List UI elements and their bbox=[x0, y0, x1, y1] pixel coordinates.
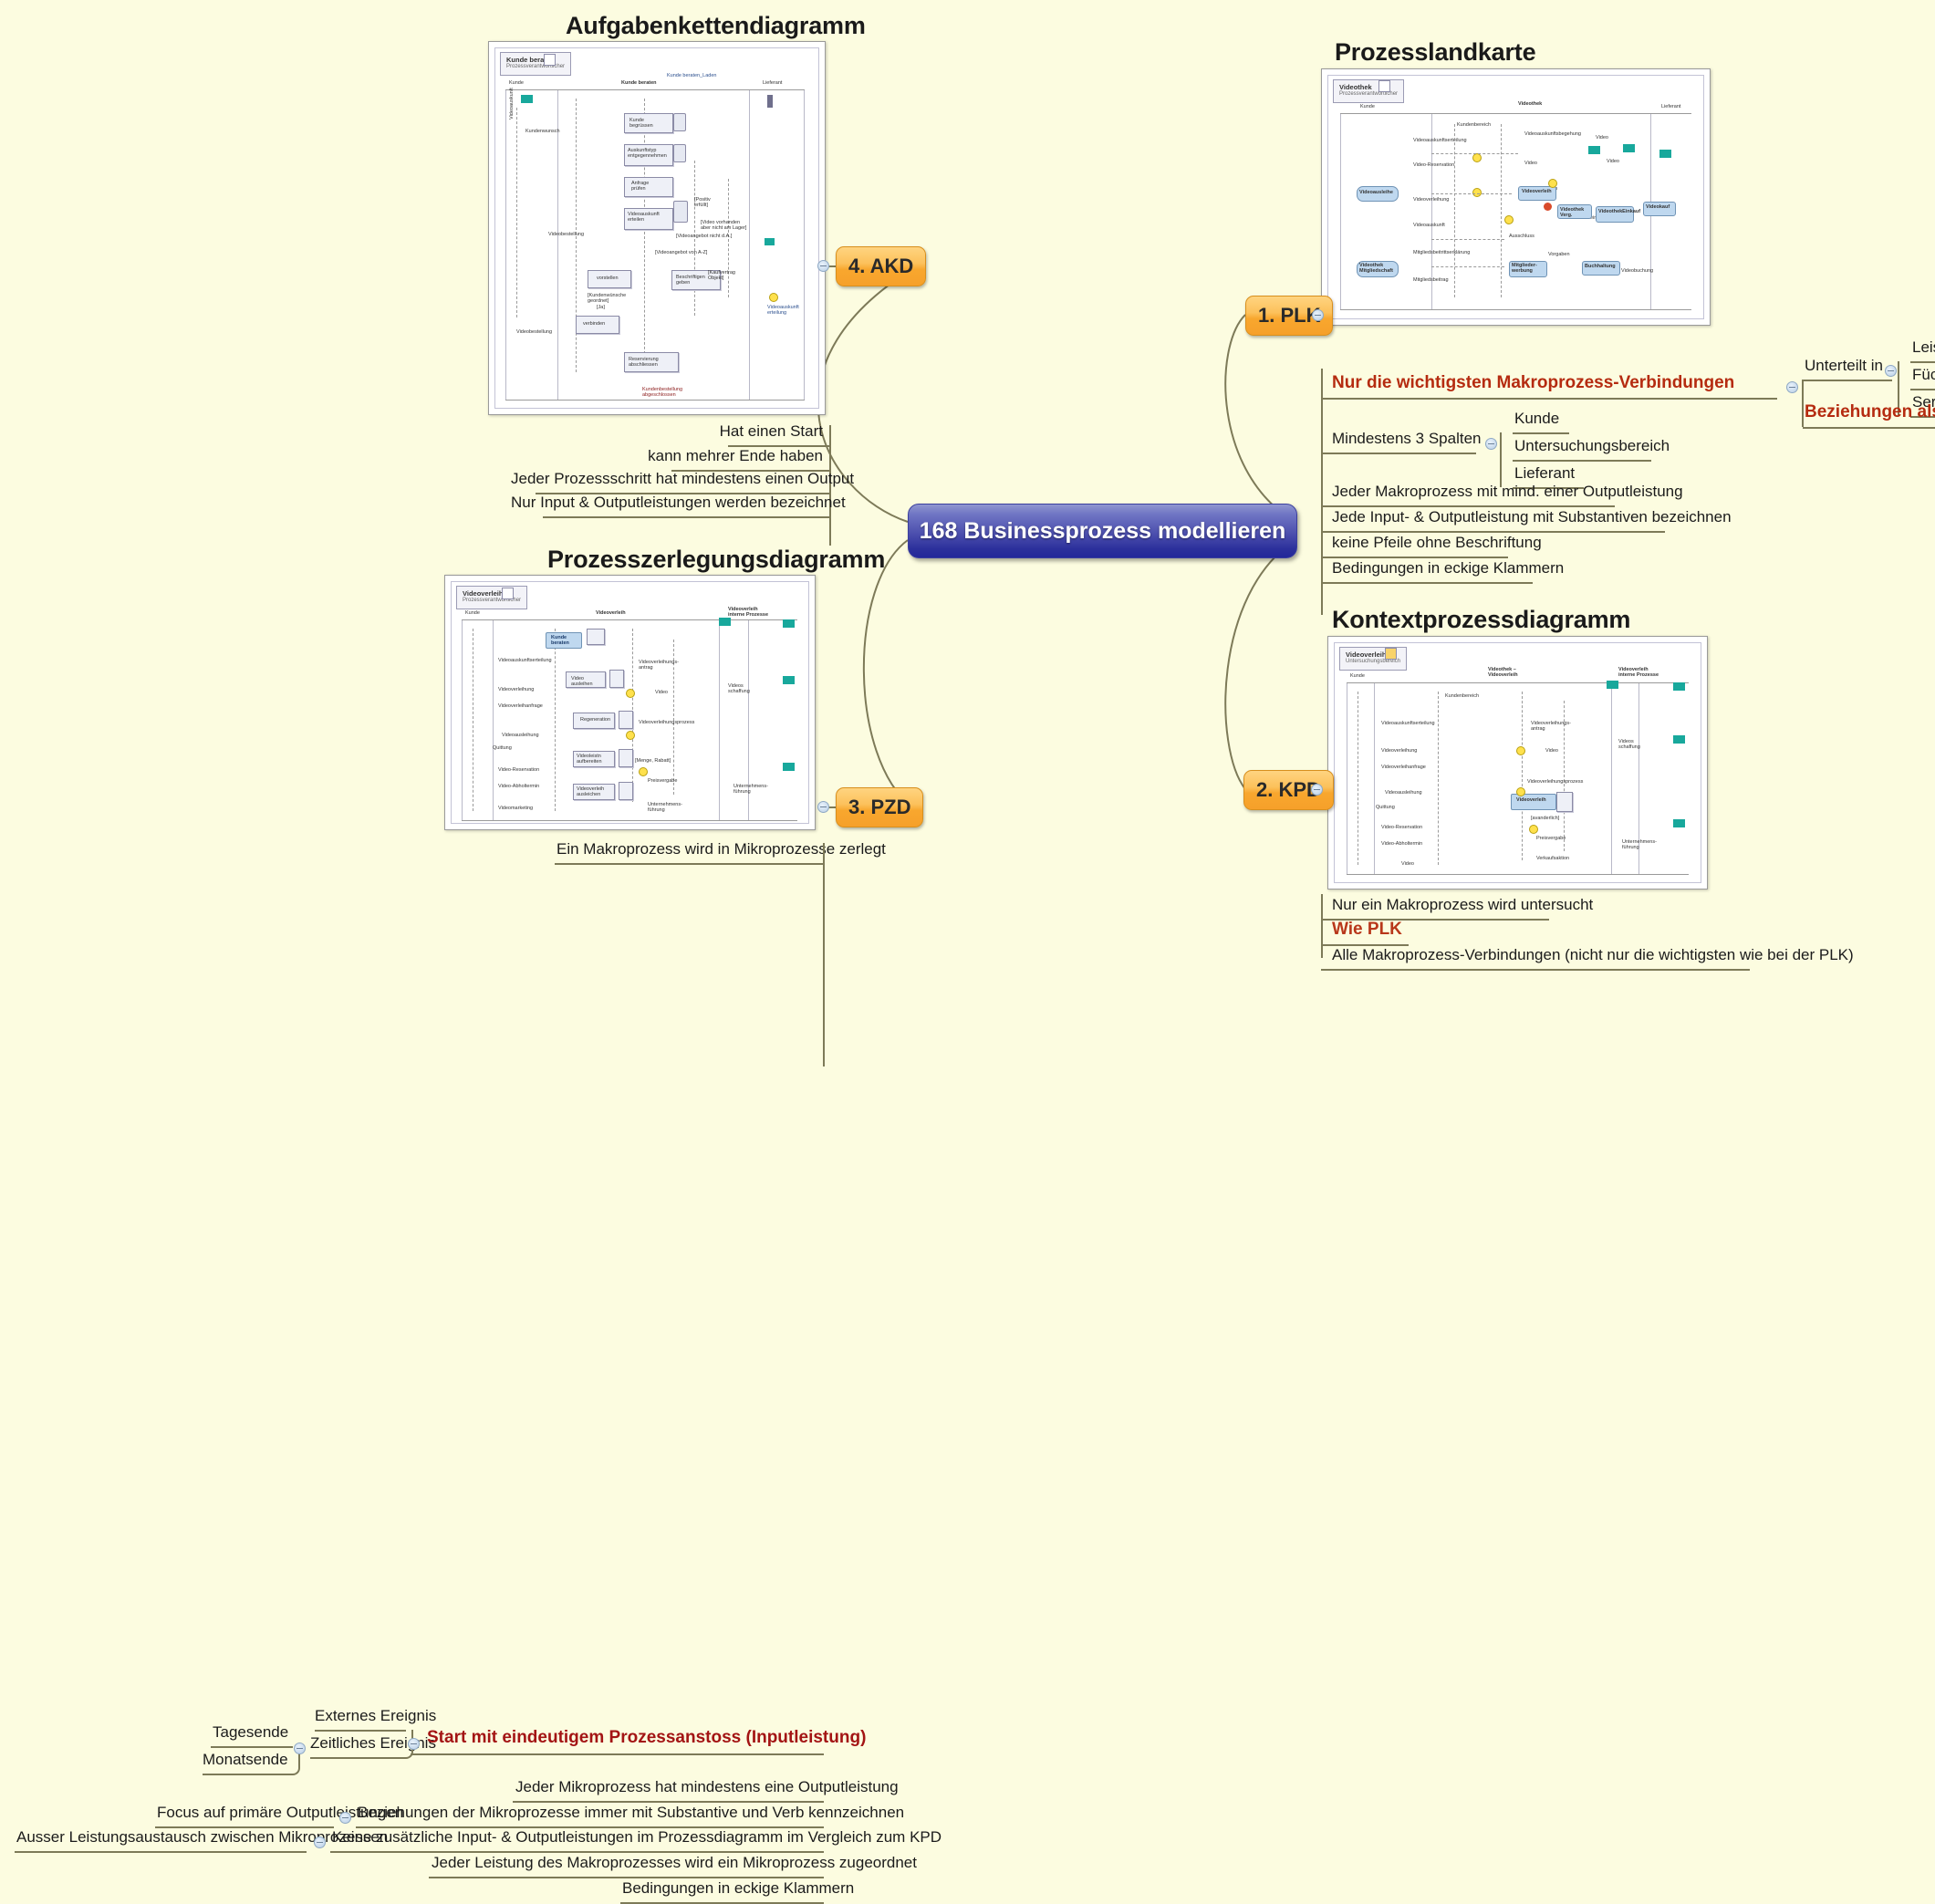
branch-chip-akd[interactable]: 4. AKD bbox=[836, 246, 927, 286]
pzd-item-3[interactable]: Beziehungen der Mikroprozesse immer mit … bbox=[358, 1804, 905, 1821]
pzd-item-5[interactable]: Jeder Leistung des Makroprozesses wird e… bbox=[432, 1854, 917, 1871]
heading-pzd: Prozesszerlegungsdiagramm bbox=[547, 546, 886, 573]
heading-akd: Aufgabenkettendiagramm bbox=[566, 12, 866, 39]
thumbnail-plk[interactable]: Videothek Prozessverantwortlicher Kunde … bbox=[1321, 68, 1711, 326]
plk-node-videoausleihe bbox=[1357, 186, 1399, 202]
akd-start-marker bbox=[521, 95, 533, 103]
plk-sub-untersuchungsbereich[interactable]: Untersuchungsbereich bbox=[1514, 437, 1670, 454]
pzd-sub-monatsende[interactable]: Monatsende bbox=[203, 1751, 288, 1768]
plk-sub-unterteilt-bullet[interactable] bbox=[1885, 365, 1897, 377]
pzd-item-6[interactable]: Bedingungen in eckige Klammern bbox=[622, 1879, 855, 1897]
pzd-sub-tagesende[interactable]: Tagesende bbox=[213, 1723, 289, 1741]
heading-plk: Prozesslandkarte bbox=[1335, 38, 1536, 66]
branch-chip-plk-label: 1. PLK bbox=[1258, 304, 1321, 327]
branch-chip-kpd-bullet[interactable] bbox=[1311, 784, 1323, 796]
kpd-item-0[interactable]: Nur ein Makroprozess wird untersucht bbox=[1332, 896, 1594, 913]
pzd-sub-externes[interactable]: Externes Ereignis bbox=[315, 1707, 437, 1724]
akd-item-2[interactable]: Jeder Prozessschritt hat mindestens eine… bbox=[511, 470, 855, 487]
pzd-item-4-bullet[interactable] bbox=[314, 1836, 326, 1848]
plk-sub-unterteilt-label[interactable]: Unterteilt in bbox=[1805, 357, 1883, 374]
plk-sub-lieferant[interactable]: Lieferant bbox=[1514, 464, 1576, 482]
akd-item-3[interactable]: Nur Input & Outputleistungen werden beze… bbox=[511, 494, 846, 511]
branch-chip-akd-label: 4. AKD bbox=[848, 255, 914, 277]
pzd-item-2[interactable]: Jeder Mikroprozess hat mindestens eine O… bbox=[515, 1778, 899, 1795]
kpd-item-2[interactable]: Alle Makroprozess-Verbindungen (nicht nu… bbox=[1332, 946, 1854, 963]
plk-item-3[interactable]: Jede Input- & Outputleistung mit Substan… bbox=[1332, 508, 1732, 525]
akd-item-1[interactable]: kann mehrer Ende haben bbox=[648, 447, 823, 464]
plk-item-0[interactable]: Nur die wichtigsten Makroprozess-Verbind… bbox=[1332, 373, 1735, 392]
branch-chip-pzd[interactable]: 3. PZD bbox=[836, 787, 924, 827]
pzd-item-3-bullet[interactable] bbox=[339, 1812, 351, 1824]
plk-sub-kunde[interactable]: Kunde bbox=[1514, 410, 1560, 427]
pzd-item-1[interactable]: Start mit eindeutigem Prozessanstoss (In… bbox=[427, 1728, 867, 1747]
plk-sub-fuehrungsprozesse[interactable]: Füchrungsprozesse bbox=[1912, 366, 1935, 383]
pzd-node-kunde-beraten bbox=[546, 632, 582, 649]
thumbnail-akd-titlebox: Kunde beraten Prozessverantwortlicher bbox=[500, 52, 572, 76]
pzd-sub-zeitliches-bullet[interactable] bbox=[294, 1743, 306, 1754]
thumbnail-pzd[interactable]: Videoverleih Prozessverantwortlicher Kun… bbox=[444, 575, 816, 830]
thumbnail-pzd-titlebox: Videoverleih Prozessverantwortlicher bbox=[456, 586, 528, 609]
heading-kpd: Kontextprozessdiagramm bbox=[1332, 606, 1631, 633]
branch-chip-pzd-label: 3. PZD bbox=[848, 796, 911, 818]
branch-chip-plk-bullet[interactable] bbox=[1312, 309, 1324, 321]
pzd-item-0[interactable]: Ein Makroprozess wird in Mikroprozesse z… bbox=[557, 840, 886, 858]
plk-item-5[interactable]: Bedingungen in eckige Klammern bbox=[1332, 559, 1565, 577]
branch-chip-pzd-bullet[interactable] bbox=[817, 801, 829, 813]
plk-sub-beziehungen[interactable]: Beziehungen als Substantive bbox=[1805, 402, 1935, 421]
central-node[interactable]: 168 Businessprozess modellieren bbox=[908, 504, 1297, 558]
pzd-item-4[interactable]: Keine zusätzliche Input- & Outputleistun… bbox=[332, 1828, 942, 1846]
branch-chip-akd-bullet[interactable] bbox=[817, 260, 829, 272]
plk-item-1[interactable]: Mindestens 3 Spalten bbox=[1332, 430, 1482, 447]
thumbnail-plk-titlebox: Videothek Prozessverantwortlicher bbox=[1333, 79, 1405, 103]
akd-item-0[interactable]: Hat einen Start bbox=[719, 422, 823, 440]
central-node-label: 168 Businessprozess modellieren bbox=[919, 517, 1286, 544]
plk-item-0-bullet[interactable] bbox=[1786, 381, 1798, 393]
pzd-item-1-bullet[interactable] bbox=[408, 1738, 420, 1750]
plk-sub-serviceprozesse[interactable]: Serviceprozesse bbox=[1912, 393, 1935, 411]
plk-sub-leistungsprozesse[interactable]: Leistungsprozesse bbox=[1912, 338, 1935, 356]
plk-item-4[interactable]: keine Pfeile ohne Beschriftung bbox=[1332, 534, 1542, 551]
kpd-item-1[interactable]: Wie PLK bbox=[1332, 920, 1402, 939]
thumbnail-akd[interactable]: Kunde beraten Prozessverantwortlicher Ku… bbox=[488, 41, 826, 415]
plk-item-2[interactable]: Jeder Makroprozess mit mind. einer Outpu… bbox=[1332, 483, 1683, 500]
thumbnail-kpd[interactable]: Videoverleih Untersuchungsbereich Kunde … bbox=[1327, 636, 1708, 890]
kpd-node-videoverleih bbox=[1511, 794, 1556, 810]
plk-item-1-bullet[interactable] bbox=[1485, 438, 1497, 450]
